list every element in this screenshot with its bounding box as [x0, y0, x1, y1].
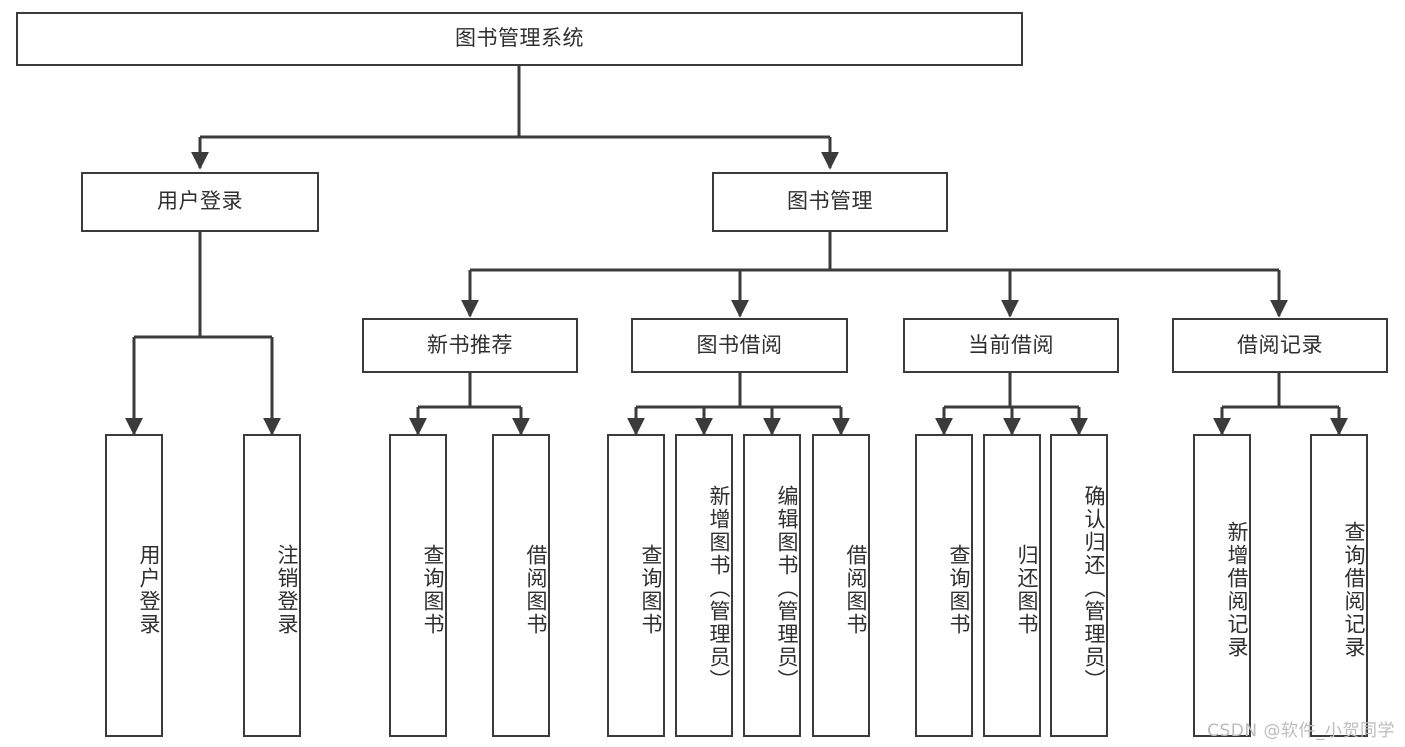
node-label: 图书管理 — [787, 189, 873, 214]
node-label: 新书推荐 — [427, 332, 513, 357]
leaf-borrow-book-newbook[interactable]: 借阅图书 — [492, 434, 550, 737]
node-label: 查询图书 — [639, 543, 663, 636]
node-new-book-recommend[interactable]: 新书推荐 — [362, 318, 578, 373]
node-label: 新增图书（管理员） — [707, 485, 731, 692]
node-label: 归还图书 — [1015, 543, 1039, 636]
node-label: 查询图书 — [421, 543, 445, 636]
node-label: 查询借阅记录 — [1342, 520, 1366, 659]
node-label: 当前借阅 — [968, 332, 1054, 357]
node-borrow-record[interactable]: 借阅记录 — [1172, 318, 1388, 373]
node-root-book-management-system[interactable]: 图书管理系统 — [16, 12, 1023, 66]
leaf-user-login[interactable]: 用户登录 — [105, 434, 163, 737]
node-label: 注销登录 — [275, 543, 299, 636]
leaf-borrow-book[interactable]: 借阅图书 — [812, 434, 870, 737]
node-label: 图书管理系统 — [455, 26, 584, 51]
node-book-borrow[interactable]: 图书借阅 — [631, 318, 848, 373]
leaf-return-book[interactable]: 归还图书 — [983, 434, 1041, 737]
node-user-login[interactable]: 用户登录 — [81, 172, 319, 232]
node-label: 图书借阅 — [696, 332, 783, 357]
node-label: 编辑图书（管理员） — [775, 485, 799, 692]
node-label: 借阅记录 — [1237, 332, 1323, 357]
leaf-logout[interactable]: 注销登录 — [243, 434, 301, 737]
leaf-add-book-admin[interactable]: 新增图书（管理员） — [675, 434, 733, 737]
csdn-watermark: CSDN @软件_小贺同学 — [1207, 721, 1395, 741]
leaf-confirm-return-admin[interactable]: 确认归还（管理员） — [1050, 434, 1108, 737]
node-label: 查询图书 — [947, 543, 971, 636]
node-label: 确认归还（管理员） — [1082, 485, 1106, 692]
leaf-edit-book-admin[interactable]: 编辑图书（管理员） — [743, 434, 801, 737]
node-label: 用户登录 — [157, 189, 243, 214]
leaf-query-book-current[interactable]: 查询图书 — [915, 434, 973, 737]
leaf-query-book-newbook[interactable]: 查询图书 — [389, 434, 447, 737]
leaf-query-borrow-record[interactable]: 查询借阅记录 — [1310, 434, 1368, 737]
node-label: 用户登录 — [137, 543, 161, 636]
node-label: 借阅图书 — [844, 543, 868, 636]
node-label: 新增借阅记录 — [1225, 520, 1249, 659]
node-label: 借阅图书 — [524, 543, 548, 636]
leaf-add-borrow-record[interactable]: 新增借阅记录 — [1193, 434, 1251, 737]
node-book-management[interactable]: 图书管理 — [712, 172, 948, 232]
node-current-borrow[interactable]: 当前借阅 — [903, 318, 1119, 373]
leaf-query-book-borrow[interactable]: 查询图书 — [607, 434, 665, 737]
